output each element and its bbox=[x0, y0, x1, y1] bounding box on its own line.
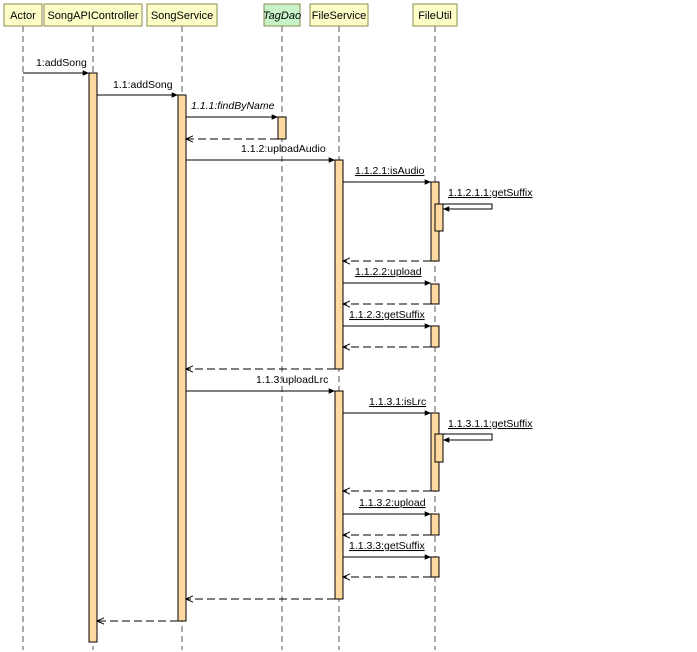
activation-fileutil bbox=[430, 283, 440, 305]
message-label: 1.1.2.1.1:getSuffix bbox=[448, 187, 533, 199]
participant-songapicontroller[interactable] bbox=[43, 3, 143, 27]
message-label: 1.1.3.1.1:getSuffix bbox=[448, 418, 533, 430]
activation-fileservice bbox=[334, 159, 344, 370]
message-label: 1:addSong bbox=[36, 57, 87, 69]
message-label: 1.1.3.1:isLrc bbox=[369, 396, 426, 408]
participant-label-tagdao: TagDao bbox=[263, 10, 301, 22]
activation-fileservice bbox=[334, 390, 344, 600]
activation-fileutil bbox=[434, 433, 444, 463]
self-call-arrow bbox=[439, 203, 493, 212]
message-label: 1.1.3.2:upload bbox=[359, 497, 426, 509]
participant-label-fileutil: FileUtil bbox=[418, 10, 452, 22]
message-label: 1.1.2.1:isAudio bbox=[355, 165, 425, 177]
message-label: 1.1:addSong bbox=[113, 79, 173, 91]
participant-songservice[interactable] bbox=[146, 3, 218, 27]
activation-fileutil bbox=[434, 203, 444, 232]
activation-fileutil bbox=[430, 325, 440, 348]
message-label: 1.1.3.3:getSuffix bbox=[349, 540, 425, 552]
participant-fileutil[interactable] bbox=[412, 3, 458, 27]
participant-tagdao[interactable] bbox=[263, 3, 301, 27]
participant-label-songservice: SongService bbox=[151, 10, 213, 22]
participant-label-songapicontroller: SongAPIController bbox=[47, 10, 138, 22]
participant-fileservice[interactable] bbox=[309, 3, 369, 27]
activation-fileutil bbox=[430, 556, 440, 578]
activation-fileutil bbox=[430, 513, 440, 536]
message-label: 1.1.1:findByName bbox=[191, 100, 275, 112]
self-call-arrow bbox=[439, 433, 493, 443]
message-label: 1.1.2.3:getSuffix bbox=[349, 309, 425, 321]
participant-label-actor: Actor bbox=[10, 10, 36, 22]
activation-songservice bbox=[177, 94, 187, 622]
activation-songapicontroller bbox=[88, 72, 98, 643]
activation-tagdao bbox=[277, 116, 287, 140]
message-label: 1.1.3:uploadLrc bbox=[256, 374, 328, 386]
message-label: 1.1.2.2:upload bbox=[355, 266, 422, 278]
message-label: 1.1.2:uploadAudio bbox=[241, 143, 326, 155]
participant-actor[interactable] bbox=[3, 3, 43, 27]
participant-label-fileservice: FileService bbox=[312, 10, 366, 22]
